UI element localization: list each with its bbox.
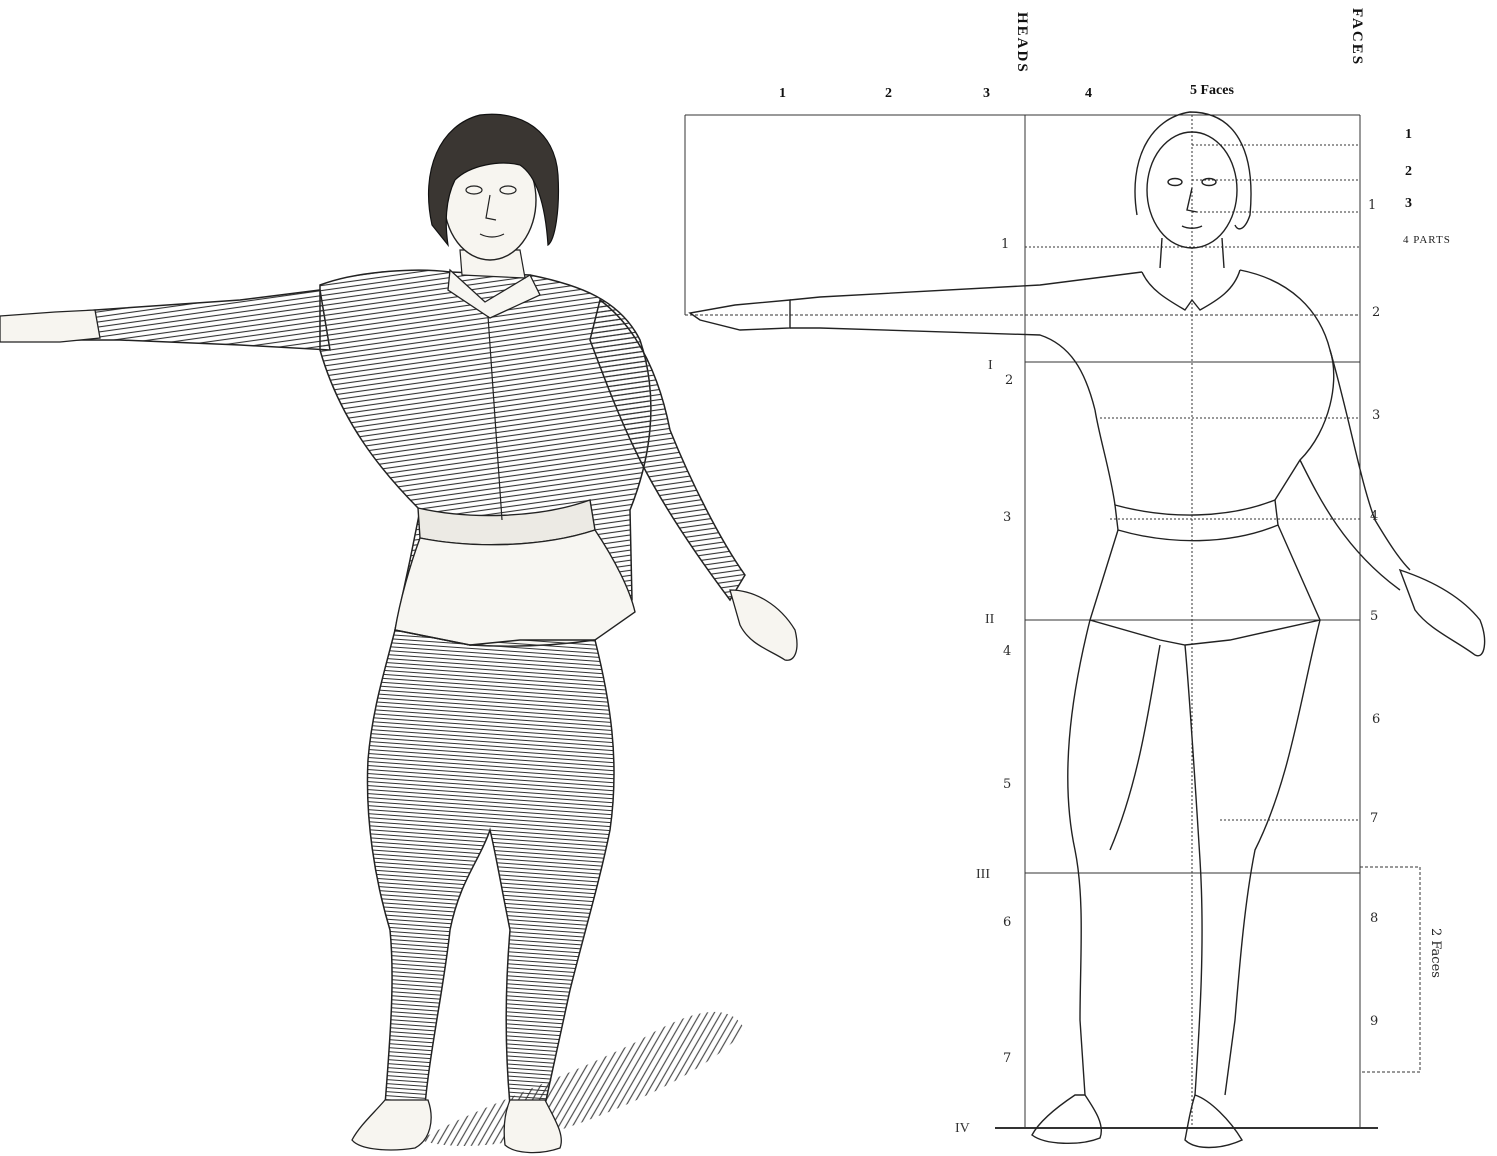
left-figure-legs [367, 630, 614, 1105]
outline-left-foot [1032, 1095, 1101, 1143]
outline-skirt [1090, 525, 1320, 645]
outline-right-foot [1185, 1095, 1242, 1148]
faces-vertical-title: FACES [1349, 8, 1365, 66]
top-scale-5: 5 Faces [1190, 83, 1234, 98]
face-scale-5: 5 [1370, 609, 1378, 624]
top-scale-1: 1 [779, 86, 786, 101]
face-scale-4: 4 [1370, 509, 1378, 524]
engraved-figure [0, 114, 797, 1152]
face-scale-9: 9 [1370, 1014, 1378, 1029]
top-scale-3: 3 [983, 86, 990, 101]
heads-vertical-title: HEADS [1014, 12, 1030, 74]
outline-lowered-hand [1400, 570, 1485, 656]
two-faces-bracket [1360, 867, 1420, 1072]
top-scale-4: 4 [1085, 86, 1092, 101]
parts-label: 4 PARTS [1403, 234, 1451, 246]
head-scale-5: 5 [1003, 777, 1011, 792]
proportion-grid [685, 115, 1420, 1128]
head-scale-7: 7 [1003, 1051, 1011, 1066]
face-one-marker: 1 [1368, 198, 1376, 213]
head-scale-4: 4 [1003, 644, 1011, 659]
left-figure-outstretched-hand [0, 310, 100, 342]
face-scale-3: 3 [1372, 408, 1380, 423]
left-figure-left-foot [352, 1100, 431, 1150]
left-figure-jacket-skirt [395, 530, 635, 646]
roman-II: II [985, 612, 995, 627]
head-scale-6: 6 [1003, 915, 1011, 930]
outline-torso [1240, 270, 1334, 500]
head-scale-2: 2 [1005, 373, 1013, 388]
head-scale-1: 1 [1001, 237, 1009, 252]
outline-legs [1068, 620, 1320, 1095]
face-subdiv-3: 3 [1405, 196, 1412, 211]
face-subdiv-1: 1 [1405, 127, 1412, 142]
outline-belt [1115, 500, 1278, 541]
outline-collar [1142, 270, 1240, 310]
face-scale-7: 7 [1370, 811, 1378, 826]
outline-left-eye [1168, 179, 1182, 186]
outline-outstretched-arm [790, 272, 1142, 410]
outline-lowered-arm [1300, 350, 1410, 590]
roman-I: I [988, 358, 993, 373]
head-scale-3: 3 [1003, 510, 1011, 525]
face-scale-2: 2 [1372, 305, 1380, 320]
two-faces-label: 2 Faces [1428, 928, 1443, 978]
left-figure-lowered-hand [730, 590, 797, 660]
roman-III: III [976, 867, 990, 882]
face-scale-8: 8 [1370, 911, 1378, 926]
top-scale-2: 2 [885, 86, 892, 101]
outline-figure [690, 112, 1485, 1148]
roman-IV: IV [955, 1121, 970, 1136]
outline-torso-left [1095, 410, 1115, 505]
face-subdiv-2: 2 [1405, 164, 1412, 179]
ground-shadow [420, 1012, 745, 1146]
face-scale-6: 6 [1372, 712, 1380, 727]
